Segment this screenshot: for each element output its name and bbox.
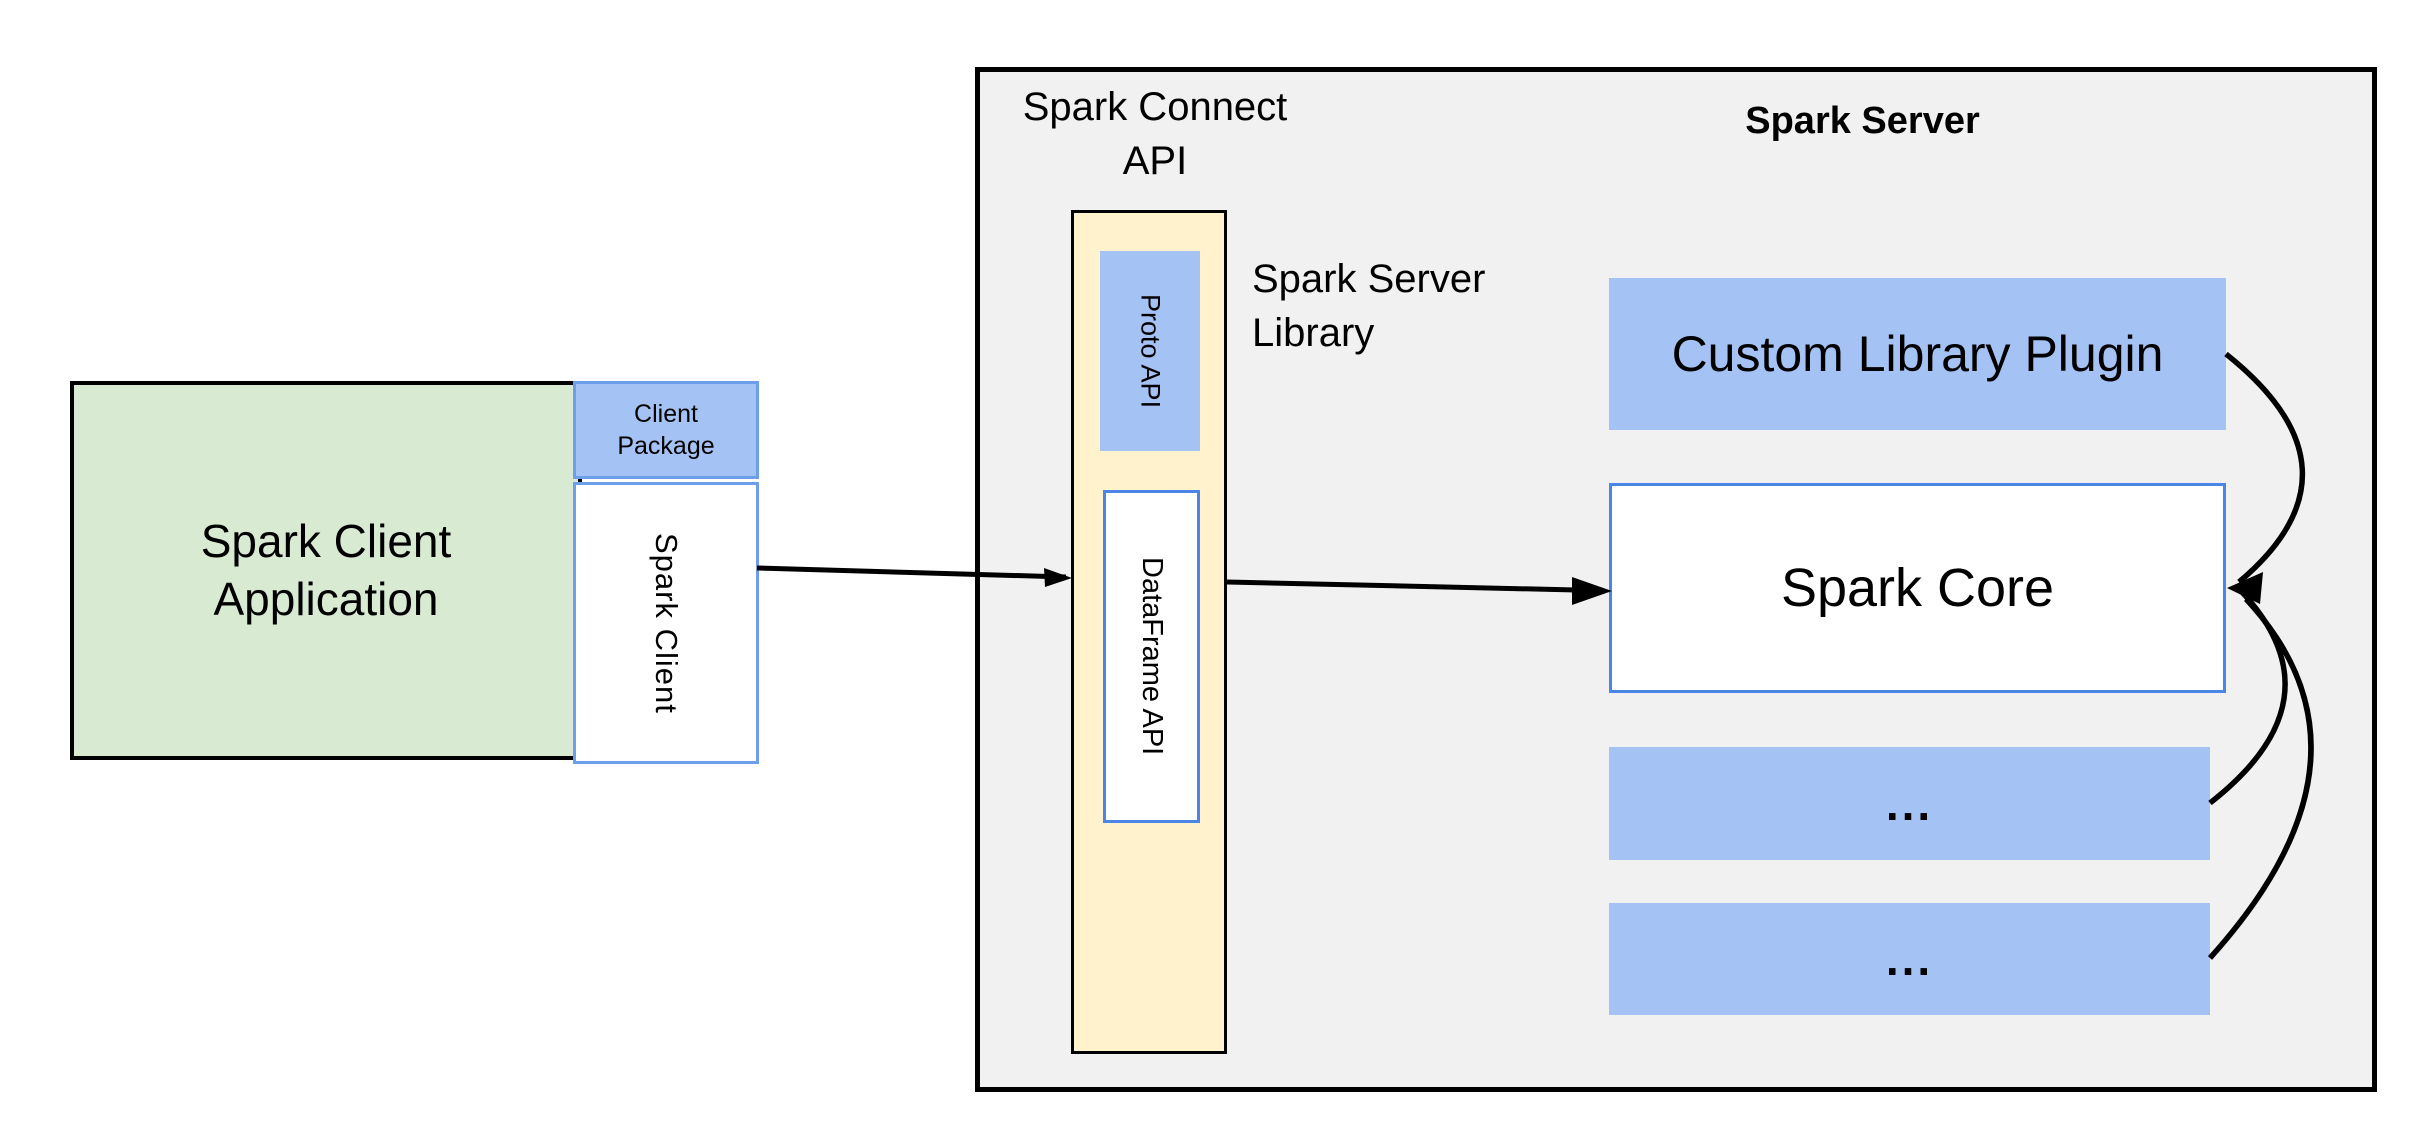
custom-library-plugin-box: Custom Library Plugin: [1609, 278, 2226, 430]
dataframe-api-label: DataFrame API: [1136, 557, 1168, 756]
client-package-box: Client Package: [573, 381, 759, 479]
spark-client-application-box: Spark Client Application: [70, 381, 582, 760]
extension-box-2-label: ...: [1885, 933, 1934, 985]
extension-box-1: ...: [1609, 747, 2210, 860]
spark-server-library-label: Spark Server Library: [1252, 257, 1486, 355]
spark-connect-api-heading: Spark Connect API: [1022, 85, 1288, 183]
dataframe-api-box: DataFrame API: [1103, 490, 1200, 823]
spark-server-heading: Spark Server: [1745, 100, 1980, 142]
spark-client-box: Spark Client: [573, 482, 759, 764]
spark-client-label: Spark Client: [649, 532, 684, 714]
extension-box-2: ...: [1609, 903, 2210, 1015]
custom-library-plugin-label: Custom Library Plugin: [1671, 326, 2164, 382]
proto-api-box: Proto API: [1100, 251, 1200, 451]
spark-core-box: Spark Core: [1609, 483, 2226, 693]
spark-client-application-label: Spark Client Application: [200, 514, 452, 625]
extension-box-1-label: ...: [1885, 777, 1934, 830]
proto-api-label: Proto API: [1135, 293, 1166, 409]
spark-core-label: Spark Core: [1780, 558, 2055, 618]
client-package-label: Client Package: [617, 399, 715, 461]
